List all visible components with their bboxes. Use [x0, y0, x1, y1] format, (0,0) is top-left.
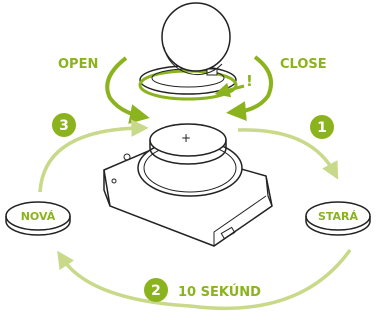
- wait-label: 10 SEKÚND: [178, 284, 261, 300]
- step-3-badge: 3: [52, 113, 76, 137]
- close-rotation-arrow: [226, 55, 273, 122]
- new-battery-coin: NOVÁ: [5, 201, 71, 236]
- new-battery-label: NOVÁ: [21, 210, 56, 223]
- battery-cover-illustration: [138, 65, 238, 101]
- exclamation-mark: !: [246, 72, 253, 90]
- open-rotation-arrow: [105, 56, 150, 124]
- device-body: [103, 139, 273, 247]
- coin-battery-inserted: +: [149, 123, 227, 165]
- old-battery-label: STARÁ: [318, 210, 359, 223]
- arrow-wait: [57, 248, 352, 311]
- arrow-remove-old: [237, 128, 339, 180]
- svg-text:2: 2: [151, 283, 161, 299]
- arrow-insert-new: [38, 119, 149, 193]
- open-label: OPEN: [58, 57, 98, 72]
- svg-text:3: 3: [59, 118, 69, 134]
- step-2-badge: 2: [144, 278, 168, 302]
- coin-battery-top: [161, 2, 231, 76]
- svg-text:1: 1: [317, 120, 327, 136]
- old-battery-coin: STARÁ: [305, 201, 371, 236]
- insert-arrow: [214, 82, 245, 98]
- plus-symbol: +: [181, 131, 191, 145]
- step-1-badge: 1: [310, 115, 334, 139]
- close-label: CLOSE: [280, 57, 327, 72]
